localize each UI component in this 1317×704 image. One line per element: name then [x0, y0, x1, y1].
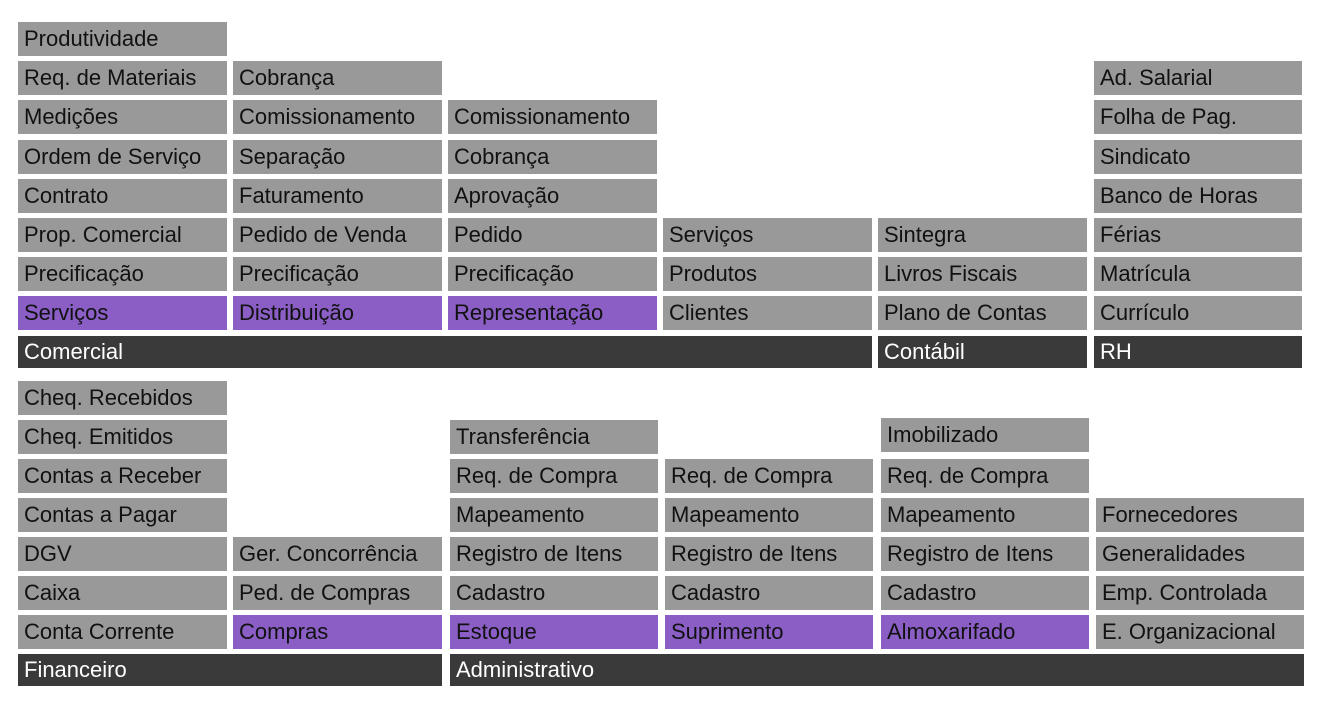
area-administrativo[interactable]: Administrativo	[450, 654, 1304, 686]
module-banco-de-horas[interactable]: Banco de Horas	[1094, 179, 1302, 213]
root-almoxarifado[interactable]: Almoxarifado	[881, 615, 1089, 649]
module-curriculo[interactable]: Currículo	[1094, 296, 1302, 330]
module-req-de-compra[interactable]: Req. de Compra	[881, 459, 1089, 493]
module-comissionamento[interactable]: Comissionamento	[448, 100, 657, 134]
module-mapeamento[interactable]: Mapeamento	[881, 498, 1089, 532]
module-registro-de-itens[interactable]: Registro de Itens	[881, 537, 1089, 571]
module-cadastro[interactable]: Cadastro	[665, 576, 873, 610]
module-separacao[interactable]: Separação	[233, 140, 442, 174]
module-ferias[interactable]: Férias	[1094, 218, 1302, 252]
root-representacao[interactable]: Representação	[448, 296, 657, 330]
module-ordem-de-servico[interactable]: Ordem de Serviço	[18, 140, 227, 174]
module-cadastro[interactable]: Cadastro	[881, 576, 1089, 610]
area-rh[interactable]: RH	[1094, 336, 1302, 368]
module-fornecedores[interactable]: Fornecedores	[1096, 498, 1304, 532]
module-produtividade[interactable]: Produtividade	[18, 22, 227, 56]
root-estoque[interactable]: Estoque	[450, 615, 658, 649]
module-ad-salarial[interactable]: Ad. Salarial	[1094, 61, 1302, 95]
module-sintegra[interactable]: Sintegra	[878, 218, 1087, 252]
module-ger-concorrencia[interactable]: Ger. Concorrência	[233, 537, 442, 571]
module-servicos[interactable]: Serviços	[663, 218, 872, 252]
module-produtos[interactable]: Produtos	[663, 257, 872, 291]
module-cobranca[interactable]: Cobrança	[448, 140, 657, 174]
module-aprovacao[interactable]: Aprovação	[448, 179, 657, 213]
module-contrato[interactable]: Contrato	[18, 179, 227, 213]
area-comercial[interactable]: Comercial	[18, 336, 872, 368]
module-registro-de-itens[interactable]: Registro de Itens	[665, 537, 873, 571]
module-emp-controlada[interactable]: Emp. Controlada	[1096, 576, 1304, 610]
module-precificacao[interactable]: Precificação	[18, 257, 227, 291]
area-contabil[interactable]: Contábil	[878, 336, 1087, 368]
module-caixa[interactable]: Caixa	[18, 576, 227, 610]
module-req-de-materiais[interactable]: Req. de Materiais	[18, 61, 227, 95]
module-cobranca[interactable]: Cobrança	[233, 61, 442, 95]
module-mapeamento[interactable]: Mapeamento	[665, 498, 873, 532]
module-cheq-recebidos[interactable]: Cheq. Recebidos	[18, 381, 227, 415]
module-cadastro[interactable]: Cadastro	[450, 576, 658, 610]
module-contas-a-pagar[interactable]: Contas a Pagar	[18, 498, 227, 532]
module-clientes[interactable]: Clientes	[663, 296, 872, 330]
module-livros-fiscais[interactable]: Livros Fiscais	[878, 257, 1087, 291]
module-comissionamento[interactable]: Comissionamento	[233, 100, 442, 134]
module-pedido-de-venda[interactable]: Pedido de Venda	[233, 218, 442, 252]
root-compras[interactable]: Compras	[233, 615, 442, 649]
module-cheq-emitidos[interactable]: Cheq. Emitidos	[18, 420, 227, 454]
root-suprimento[interactable]: Suprimento	[665, 615, 873, 649]
module-medicoes[interactable]: Medições	[18, 100, 227, 134]
root-distribuicao[interactable]: Distribuição	[233, 296, 442, 330]
module-generalidades[interactable]: Generalidades	[1096, 537, 1304, 571]
module-matricula[interactable]: Matrícula	[1094, 257, 1302, 291]
module-mapeamento[interactable]: Mapeamento	[450, 498, 658, 532]
module-registro-de-itens[interactable]: Registro de Itens	[450, 537, 658, 571]
module-e-organizacional[interactable]: E. Organizacional	[1096, 615, 1304, 649]
module-req-de-compra[interactable]: Req. de Compra	[450, 459, 658, 493]
module-imobilizado[interactable]: Imobilizado	[881, 418, 1089, 452]
module-prop-comercial[interactable]: Prop. Comercial	[18, 218, 227, 252]
module-dgv[interactable]: DGV	[18, 537, 227, 571]
module-ped-de-compras[interactable]: Ped. de Compras	[233, 576, 442, 610]
module-conta-corrente[interactable]: Conta Corrente	[18, 615, 227, 649]
module-folha-de-pag[interactable]: Folha de Pag.	[1094, 100, 1302, 134]
module-transferencia[interactable]: Transferência	[450, 420, 658, 454]
module-faturamento[interactable]: Faturamento	[233, 179, 442, 213]
module-contas-a-receber[interactable]: Contas a Receber	[18, 459, 227, 493]
module-precificacao[interactable]: Precificação	[448, 257, 657, 291]
module-plano-de-contas[interactable]: Plano de Contas	[878, 296, 1087, 330]
area-financeiro[interactable]: Financeiro	[18, 654, 442, 686]
module-precificacao[interactable]: Precificação	[233, 257, 442, 291]
module-pedido[interactable]: Pedido	[448, 218, 657, 252]
root-servicos[interactable]: Serviços	[18, 296, 227, 330]
module-sindicato[interactable]: Sindicato	[1094, 140, 1302, 174]
module-req-de-compra[interactable]: Req. de Compra	[665, 459, 873, 493]
